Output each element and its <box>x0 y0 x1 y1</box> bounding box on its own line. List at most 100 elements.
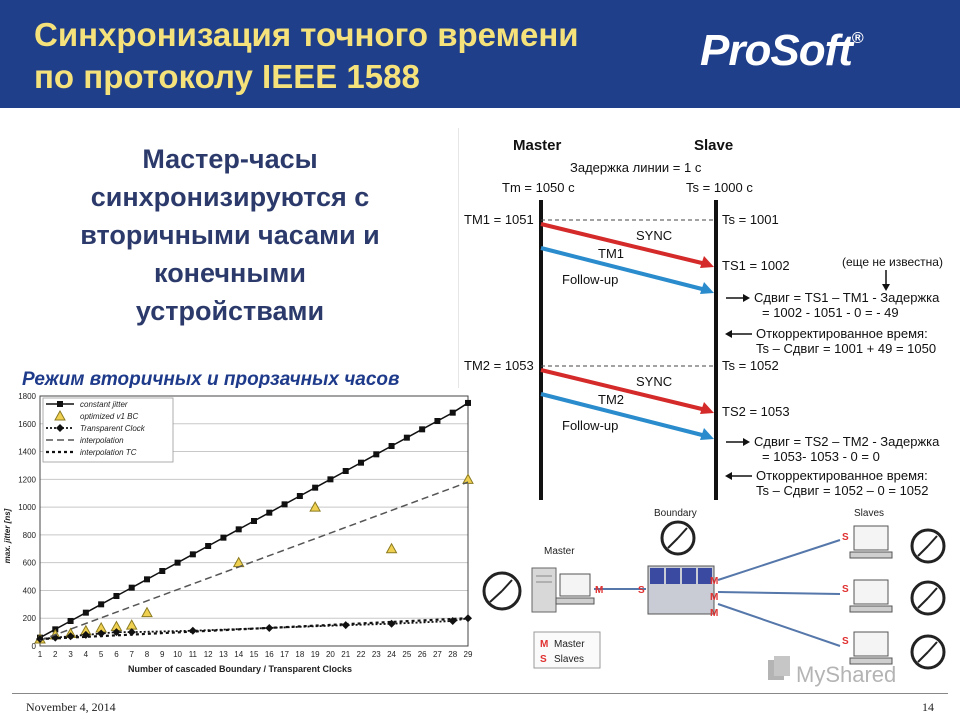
sync2-arrow <box>540 368 707 412</box>
data-point-square <box>251 518 257 524</box>
master-node-label: Master <box>544 546 575 557</box>
ts2-recv: TS2 = 1053 <box>722 404 790 419</box>
page-number: 14 <box>922 700 934 714</box>
data-point-square <box>67 618 74 624</box>
data-point-square <box>266 509 273 516</box>
logo-text: ProSoft <box>700 26 853 75</box>
offset2-line2: = 1053- 1053 - 0 = 0 <box>762 449 880 464</box>
network-legend: M Master S Slaves <box>533 631 601 669</box>
y-tick-label: 600 <box>23 559 37 568</box>
y-tick-label: 1800 <box>18 392 36 401</box>
data-point-square <box>403 434 410 441</box>
offset1-pointer-head <box>743 294 750 302</box>
x-tick-label: 3 <box>68 650 73 659</box>
sync2-arrowhead <box>700 402 714 414</box>
corr2-line2: Ts – Сдвиг = 1052 – 0 = 1052 <box>756 483 929 498</box>
clock-icon <box>910 528 946 564</box>
boundary-port-m3: M <box>710 608 718 619</box>
corr1-line1: Откорректированное время: <box>756 326 928 341</box>
corr1-pointer-head <box>725 330 732 338</box>
data-point-triangle <box>141 606 153 618</box>
ts-init: Ts = 1000 с <box>686 180 753 195</box>
chart-ylabel: max. jitter [ns] <box>3 508 12 563</box>
boundary-port-m1: M <box>710 576 718 587</box>
slaves-label: Slaves <box>854 508 884 519</box>
master-port-m: M <box>595 585 603 596</box>
x-tick-label: 20 <box>326 650 335 659</box>
logo-mark: ® <box>851 30 864 47</box>
x-tick-label: 19 <box>311 650 320 659</box>
y-tick-label: 0 <box>32 642 37 651</box>
slave2-port-s: S <box>842 584 849 595</box>
clock-icon <box>482 571 522 611</box>
x-tick-label: 16 <box>265 650 274 659</box>
x-tick-label: 1 <box>38 650 43 659</box>
x-tick-label: 12 <box>204 650 213 659</box>
clock-icon <box>660 520 696 556</box>
x-tick-label: 7 <box>129 650 134 659</box>
y-tick-label: 200 <box>23 614 37 623</box>
footer-date: November 4, 2014 <box>26 700 116 714</box>
tm1-label: TM1 = 1051 <box>464 212 534 227</box>
data-point-square <box>57 401 63 407</box>
data-point-square <box>128 584 135 591</box>
plot-frame <box>39 395 469 647</box>
y-tick-label: 1000 <box>18 503 36 512</box>
x-tick-label: 11 <box>189 650 198 659</box>
data-point-diamond <box>56 424 64 432</box>
x-tick-label: 8 <box>145 650 150 659</box>
y-tick-label: 1400 <box>18 448 36 457</box>
link-boundary-slave3 <box>717 603 841 647</box>
boundary-port-s: S <box>638 585 645 596</box>
ts2-label: Ts = 1052 <box>722 358 779 373</box>
slave1-port-s: S <box>842 532 849 543</box>
offset2-line1: Сдвиг = TS2 – TM2 - Задержка <box>754 434 940 449</box>
x-tick-label: 27 <box>433 650 442 659</box>
computer-icon <box>849 525 893 559</box>
data-point-square <box>159 568 166 574</box>
x-tick-label: 10 <box>173 650 182 659</box>
data-point-triangle <box>54 409 66 421</box>
link-boundary-slave1 <box>717 539 841 581</box>
legend-m: M <box>540 639 548 650</box>
data-point-diamond <box>97 629 106 638</box>
data-point-square <box>144 576 150 583</box>
sync2-text: SYNC <box>636 374 672 389</box>
watermark: MyShared <box>768 656 896 687</box>
x-tick-label: 6 <box>114 650 119 659</box>
ts1-recv: TS1 = 1002 <box>722 258 790 273</box>
offset1-line1: Сдвиг = TS1 – TM1 - Задержка <box>754 290 940 305</box>
data-point-diamond <box>81 630 90 639</box>
sequence-diagram: Master Slave Задержка линии = 1 с Tm = 1… <box>458 128 958 500</box>
clock-icon <box>910 634 946 670</box>
legend-entry: interpolation <box>80 436 124 445</box>
data-point-square <box>465 399 471 406</box>
subtitle-line: конечными <box>154 258 306 288</box>
y-tick-label: 1600 <box>18 420 36 429</box>
delay-note: Задержка линии = 1 с <box>570 160 702 175</box>
x-tick-label: 24 <box>387 650 396 659</box>
prosoft-logo: ProSoft® <box>700 26 864 76</box>
data-point-square <box>82 609 89 616</box>
legend-entry: constant jitter <box>80 400 128 409</box>
watermark-text: MyShared <box>796 662 896 687</box>
master-label: Master <box>513 137 562 154</box>
data-point-square <box>220 534 227 541</box>
link-boundary-slave2 <box>717 591 841 595</box>
data-point-square <box>373 451 380 458</box>
offset1-line2: = 1002 - 1051 - 0 = - 49 <box>762 305 899 320</box>
tm1-msg: TM1 <box>598 246 624 261</box>
header-bar: Синхронизация точного времени по протоко… <box>0 0 960 108</box>
data-point-square <box>388 443 395 449</box>
legend-entry: Transparent Clock <box>80 424 146 433</box>
data-point-square <box>419 426 426 433</box>
data-point-square <box>174 559 181 566</box>
tm-init: Tm = 1050 с <box>502 180 575 195</box>
x-tick-label: 26 <box>418 650 427 659</box>
data-point-square <box>281 501 288 508</box>
y-tick-label: 400 <box>23 586 37 595</box>
computer-icon <box>849 631 893 665</box>
data-point-square <box>342 468 349 474</box>
subtitle-line: вторичными часами и <box>80 220 380 250</box>
